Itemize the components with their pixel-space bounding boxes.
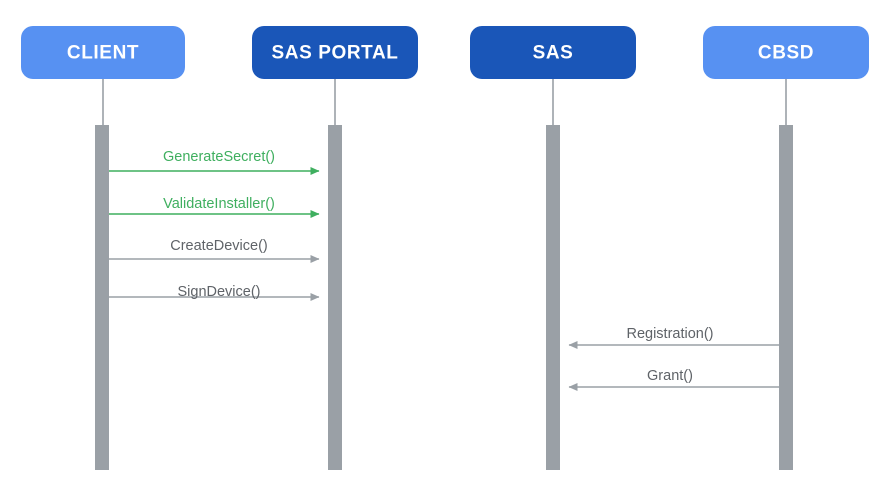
message-label-sign-device: SignDevice() <box>178 284 261 300</box>
participant-client[interactable]: CLIENT <box>21 26 185 79</box>
participant-sas[interactable]: SAS <box>470 26 636 79</box>
message-registration: Registration() <box>568 326 779 349</box>
message-grant: Grant() <box>568 368 779 391</box>
lifelines-layer <box>102 79 787 127</box>
message-label-grant: Grant() <box>647 368 693 384</box>
message-sign-device: SignDevice() <box>109 284 320 301</box>
message-create-device: CreateDevice() <box>109 238 320 263</box>
participant-label-sas: SAS <box>533 43 574 64</box>
participant-box-sas[interactable] <box>470 26 636 79</box>
activation-bar-sas <box>546 125 560 470</box>
participant-box-sas-portal[interactable] <box>252 26 418 79</box>
message-label-validate-installer: ValidateInstaller() <box>163 196 275 212</box>
activation-bar-cbsd <box>779 125 793 470</box>
message-label-create-device: CreateDevice() <box>170 238 268 254</box>
message-validate-installer: ValidateInstaller() <box>109 196 320 218</box>
participant-sas-portal[interactable]: SAS PORTAL <box>252 26 418 79</box>
participant-label-client: CLIENT <box>67 43 139 64</box>
activation-bar-sas-portal <box>328 125 342 470</box>
participant-cbsd[interactable]: CBSD <box>703 26 869 79</box>
message-label-generate-secret: GenerateSecret() <box>163 149 275 165</box>
participant-box-client[interactable] <box>21 26 185 79</box>
message-generate-secret: GenerateSecret() <box>109 149 320 175</box>
activation-bar-client <box>95 125 109 470</box>
participant-boxes-layer: CLIENT SAS PORTAL SAS CBSD <box>21 26 869 79</box>
participant-label-cbsd: CBSD <box>758 43 814 64</box>
message-label-registration: Registration() <box>626 326 713 342</box>
activation-bars-layer <box>95 125 793 470</box>
participant-label-sas-portal: SAS PORTAL <box>271 43 398 64</box>
messages-layer: GenerateSecret() ValidateInstaller() Creat… <box>109 149 779 391</box>
participant-box-cbsd[interactable] <box>703 26 869 79</box>
